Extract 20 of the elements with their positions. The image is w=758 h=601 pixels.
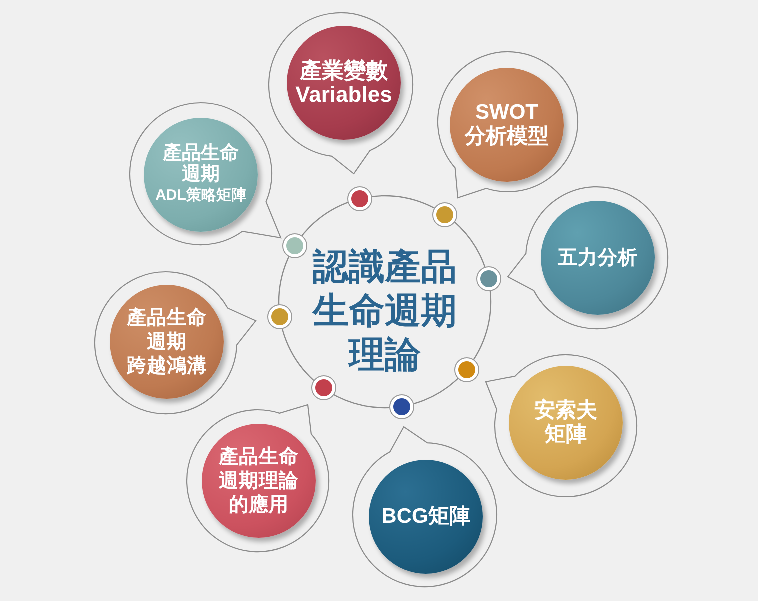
center-circle [277,194,493,410]
topic-label: BCG矩陣 [382,505,470,529]
speech-bubble [484,353,639,499]
topic-subtitle: ADL策略矩陣 [156,186,246,206]
topic-label: 五力分析 [558,246,638,270]
center-title: 認識產品生命週期理論 [311,245,458,377]
topic-label: 產品生命週期理論的應用 [219,445,299,517]
speech-bubble [436,50,580,200]
speech-bubble [185,403,331,554]
topic-label: 產業變數 Variables [294,59,394,107]
speech-bubble [506,185,670,331]
topic-label: SWOT 分析模型 [464,101,550,149]
topic-subtitle: 跨越鴻溝 [127,354,207,378]
speech-bubble [93,270,258,416]
topic-label: 產品生命週期 [127,306,207,354]
speech-bubble [267,11,415,176]
topic-label: 安索夫矩陣 [534,399,598,447]
topic-label: 產品生命週期 [162,143,240,185]
speech-bubble [351,425,499,589]
speech-bubble [128,101,283,247]
